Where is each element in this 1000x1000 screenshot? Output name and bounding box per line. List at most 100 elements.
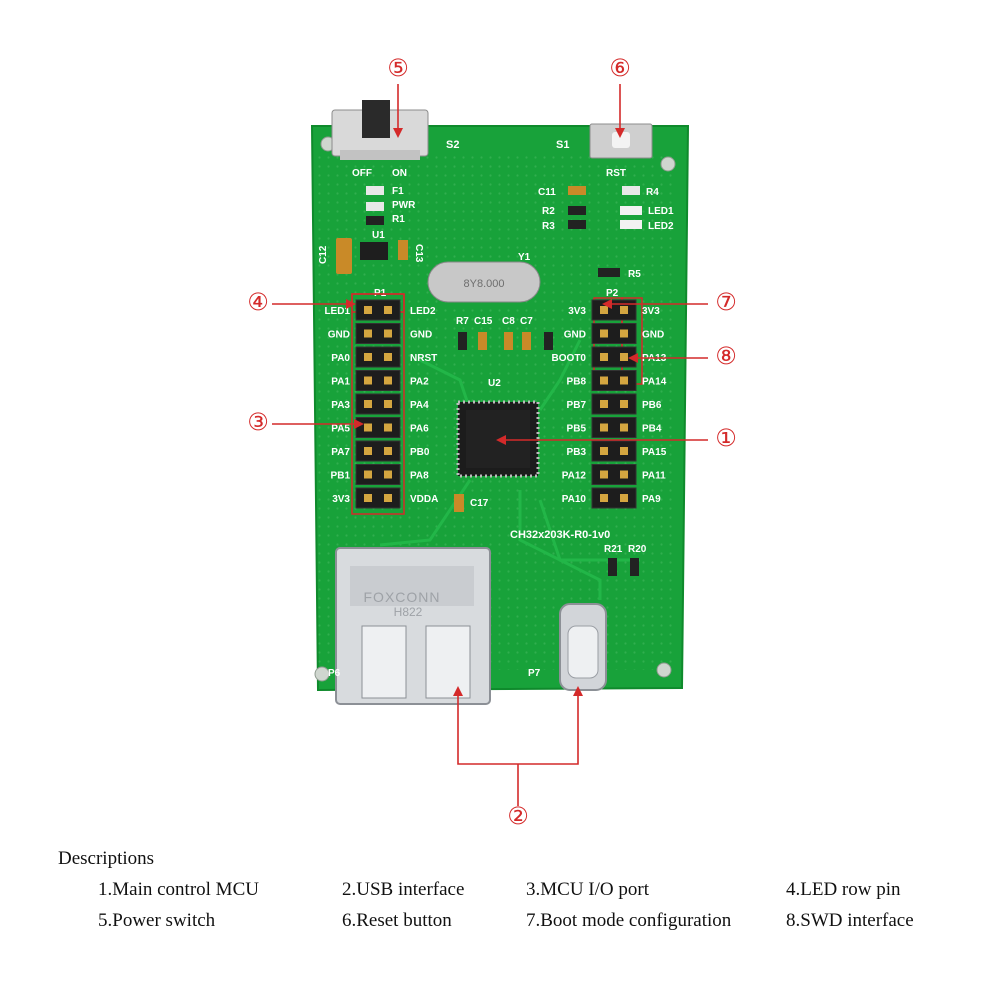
pin-label: PA5 [331, 424, 350, 435]
header-housing [355, 464, 401, 485]
header-housing [355, 370, 401, 391]
callout-number: ⑤ [387, 54, 409, 82]
c11-label: C11 [538, 187, 556, 198]
led2 [620, 220, 642, 229]
crystal: 8Y8.000 Y1 [427, 252, 541, 303]
arrowhead [615, 128, 625, 138]
header-pin [620, 400, 628, 408]
led1 [620, 206, 642, 215]
mounting-hole [314, 666, 330, 682]
pin-label: BOOT0 [552, 353, 587, 364]
pin-label: PA15 [642, 447, 667, 458]
board-model: CH32x203K-R0-1v0 [510, 529, 610, 541]
callout-number: ④ [247, 288, 269, 316]
pin-label: VDDA [410, 494, 438, 505]
usb-a-connector: FOXCONN H822 P6 [328, 547, 491, 705]
header-pin [384, 470, 392, 479]
r2-label: R2 [542, 206, 555, 217]
pin-label: GND [328, 330, 350, 341]
capacitor-c13 [398, 240, 408, 260]
pin-label: 3V3 [568, 306, 586, 317]
pin-label: PB7 [567, 400, 587, 411]
pin-label: PB5 [567, 424, 587, 435]
header-pin [364, 376, 372, 385]
capacitor-c17 [454, 494, 464, 512]
description-item: 2.USB interface [342, 879, 465, 900]
smd-part [366, 202, 384, 211]
header-pin [364, 423, 372, 432]
pin-label: PA8 [410, 471, 429, 482]
pin-label: PA10 [562, 494, 587, 505]
header-housing [355, 417, 401, 438]
smd-part [366, 216, 384, 225]
header-pin [364, 329, 372, 338]
fuse-label: F1 [392, 186, 404, 197]
pin-label: PB4 [642, 424, 662, 435]
header-housing [355, 393, 401, 415]
power-switch: S2 OFF ON [331, 100, 459, 179]
header-housing [355, 299, 401, 321]
header-pin [384, 447, 392, 455]
button-name: RST [606, 168, 626, 179]
header-pin [384, 423, 392, 432]
header-pin [620, 353, 628, 361]
smd-part [568, 186, 586, 195]
r21-label: R21 [604, 544, 623, 555]
smd-part [568, 220, 586, 229]
arrowhead [573, 686, 583, 696]
pin-label: PB3 [567, 447, 587, 458]
header-pin [384, 353, 392, 361]
pin-label: PA6 [410, 424, 429, 435]
reset-button: S1 RST [556, 123, 653, 179]
regulator-u1 [360, 242, 388, 260]
smd-part [608, 558, 617, 576]
descriptions-legend: Descriptions 1.Main control MCU 2.USB in… [58, 848, 978, 941]
c12-label: C12 [318, 245, 329, 264]
header-housing [591, 417, 637, 438]
led2-label: LED2 [648, 221, 674, 232]
switch-slider [362, 100, 390, 138]
arrowhead [602, 299, 612, 309]
smd-part [522, 332, 531, 350]
pin-label: 3V3 [642, 306, 660, 317]
c8-label: C8 [502, 316, 515, 327]
header-housing [591, 323, 637, 344]
callout-lines [272, 84, 708, 806]
arrowhead [393, 128, 403, 138]
c13-label: C13 [413, 244, 424, 263]
r20-label: R20 [628, 544, 647, 555]
header-pin [600, 376, 608, 385]
crystal-body [427, 261, 541, 303]
header-pin [600, 423, 608, 432]
pin-label: PA7 [331, 447, 350, 458]
header-housing [591, 393, 637, 415]
header-pin [620, 447, 628, 455]
description-item: 3.MCU I/O port [526, 879, 649, 900]
pin-label: PA14 [642, 377, 667, 388]
smd-part [458, 332, 467, 350]
u2-label: U2 [488, 378, 501, 389]
header-housing [355, 487, 401, 509]
callout-number: ② [507, 802, 529, 830]
header-pin [600, 400, 608, 408]
usb-c-port [567, 625, 599, 679]
header-housing [591, 440, 637, 462]
pin-label: PA1 [331, 377, 350, 388]
arrowhead [628, 353, 638, 363]
smd-part [478, 332, 487, 350]
power-section: F1 PWR R1 U1 C12 C13 [318, 186, 424, 274]
usb-a-slot [361, 625, 407, 699]
c17-label: C17 [470, 498, 489, 509]
pin-label: PB0 [410, 447, 430, 458]
header-pin [600, 329, 608, 338]
descriptions-row-2: 5.Power switch 6.Reset button 7.Boot mod… [58, 910, 978, 941]
callout-number: ⑥ [609, 54, 631, 82]
description-item: 8.SWD interface [786, 910, 914, 931]
r1-label: R1 [392, 214, 405, 225]
smd-part [630, 558, 639, 576]
callout-number: ⑦ [715, 288, 737, 316]
header-pin [384, 376, 392, 385]
